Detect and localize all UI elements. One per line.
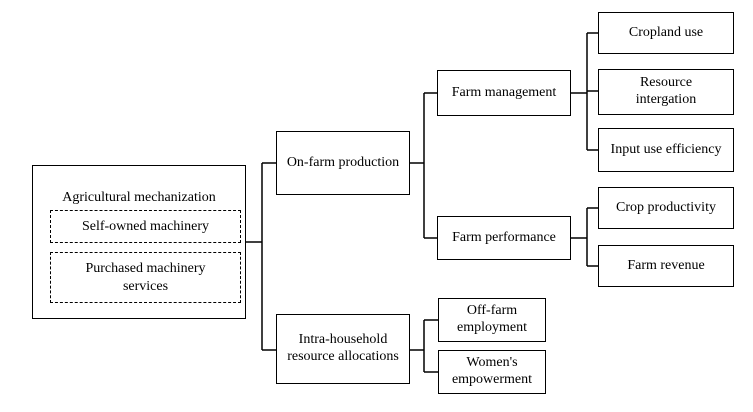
agricultural-mechanization-title: Agricultural mechanization	[62, 190, 216, 205]
farm-performance-box: Farm performance	[437, 216, 571, 260]
womens-empowerment-box: Women's empowerment	[438, 350, 546, 394]
farm-management-box: Farm management	[437, 70, 571, 116]
agricultural-mechanization-box: Agricultural mechanization Self-owned ma…	[32, 165, 246, 319]
off-farm-employment-box: Off-farm employment	[438, 298, 546, 342]
resource-integration-box: Resource intergation	[598, 69, 734, 115]
cropland-use-box: Cropland use	[598, 12, 734, 54]
crop-productivity-box: Crop productivity	[598, 187, 734, 229]
self-owned-machinery-box: Self-owned machinery	[50, 210, 241, 243]
purchased-machinery-services-box: Purchased machinery services	[50, 252, 241, 303]
on-farm-production-box: On-farm production	[276, 131, 410, 195]
farm-revenue-box: Farm revenue	[598, 245, 734, 287]
input-use-efficiency-box: Input use efficiency	[598, 128, 734, 172]
intra-household-box: Intra-household resource allocations	[276, 314, 410, 384]
